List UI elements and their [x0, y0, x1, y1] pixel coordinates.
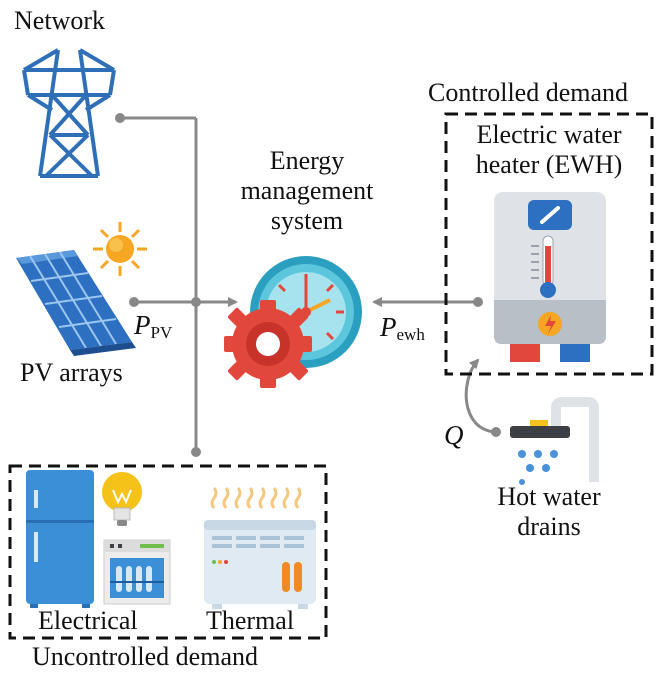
heat-waves-icon: [210, 487, 302, 509]
uncontrolled-demand-box: [8, 464, 328, 640]
hot-water-label-line1: Hot water: [497, 482, 601, 511]
p-pv-label: PPV: [134, 310, 172, 348]
connection-lines: [120, 116, 497, 452]
hot-water-label-line2: drains: [517, 512, 581, 541]
gear-icon: [224, 300, 312, 388]
hot-water-drains-label: Hot water drains: [466, 482, 632, 542]
p-ewh-subscript: ewh: [396, 325, 425, 344]
ewh-label-line1: Electric water: [476, 120, 622, 149]
ems-label-line2: management: [240, 176, 374, 205]
ewh-label-line2: heater (EWH): [475, 150, 623, 179]
p-ewh-symbol: P: [380, 312, 397, 342]
q-label: Q: [444, 420, 464, 450]
heater-icon: [204, 520, 316, 609]
controlled-demand-label: Controlled demand: [428, 78, 629, 107]
dishwasher-icon: [103, 539, 171, 605]
sun-icon: [93, 222, 147, 276]
electrical-label: Electrical: [38, 606, 138, 635]
junction-dots: [115, 113, 501, 457]
pv-arrays-label: PV arrays: [20, 358, 123, 387]
water-heater-icon: [494, 192, 606, 362]
ewh-label: Electric water heater (EWH): [448, 120, 650, 180]
refrigerator-icon: [26, 470, 94, 608]
ems-label: Energy management system: [222, 146, 392, 236]
network-label: Network: [14, 6, 105, 35]
light-bulb-icon: [102, 472, 142, 526]
shower-head-icon: [510, 397, 599, 485]
ems-label-line1: Energy: [269, 146, 345, 175]
solar-panel-icon: [16, 250, 136, 356]
thermal-label: Thermal: [206, 606, 295, 635]
transmission-tower-icon: [22, 48, 116, 178]
ems-label-line3: system: [270, 206, 344, 235]
p-pv-subscript: PV: [150, 323, 173, 342]
uncontrolled-demand-label: Uncontrolled demand: [32, 642, 258, 671]
p-pv-symbol: P: [134, 310, 151, 340]
controlled-demand-box: [444, 112, 654, 376]
p-ewh-label: Pewh: [380, 312, 425, 350]
